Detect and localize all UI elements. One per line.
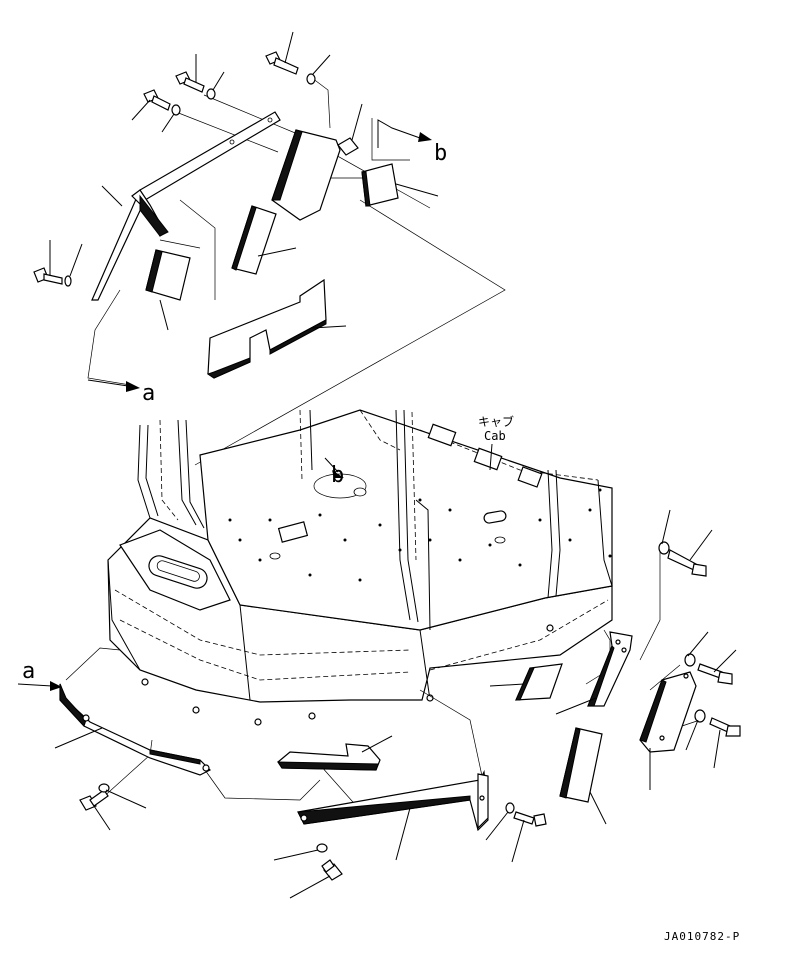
view-a-label-bottom: a [22,659,35,684]
washer-right-3 [685,709,706,751]
pad-upper-center [231,205,297,275]
cab-pillars [137,409,613,631]
arrow-a-bottom [17,681,62,691]
pad-lower-right-1 [489,663,563,701]
view-b-label-top: b [434,141,447,166]
cab-label-jp: キャブ [478,414,514,429]
bolt-right-1 [667,529,713,577]
access-port [119,529,231,611]
lower-right-group [489,509,741,825]
arrow-b-top [377,119,432,148]
spacer-upper-left [145,249,191,331]
bolt-top-2 [175,54,205,93]
bolt-top-3 [131,89,171,121]
washer-lower-center-1 [273,843,328,861]
bracket-lower-right-2 [639,671,697,790]
washer-lower-left [98,783,147,809]
pad-lower-right-2 [559,727,607,825]
spacer-block-lower [277,735,393,771]
washer-top-3 [161,104,181,133]
bracket-lower-right-1 [555,631,633,715]
right-wall-fittings [427,423,612,558]
bolt-lower-center-1 [289,859,343,899]
drawing-code: JA010782-P [664,930,740,943]
upper-exploded-group: b a [33,31,506,466]
bolt-lower-center-2 [511,811,547,863]
washer-top-2 [206,71,225,100]
view-b-label-floor: b [331,463,344,488]
arrow-a-top [87,379,140,392]
plate-upper [206,278,347,379]
washer-top-1 [306,54,331,85]
cab-mounts [141,624,554,726]
bolt-lower-left [79,789,111,831]
bolt-left [33,240,63,285]
long-bracket-lower-left [54,683,212,776]
pad-upper-right [361,163,439,207]
washer-left [64,243,83,287]
bolt-top-1 [265,31,299,75]
lower-left-group: a [17,647,321,831]
long-bracket-lower-center [297,769,489,861]
lower-center-group [273,689,547,899]
washer-right-1 [658,509,671,555]
cab-frame: b [107,409,613,726]
view-b-target [313,457,367,499]
cab-floor [199,409,613,631]
bolt-right-3 [709,717,741,769]
washer-lower-center-2 [485,802,515,841]
bracket-upper-right [271,103,363,221]
bolt-right-2 [697,649,737,685]
long-bracket-left [91,111,281,301]
cab-label-en: Cab [484,429,506,443]
washer-right-2 [684,631,709,667]
view-a-label-top: a [142,381,155,406]
